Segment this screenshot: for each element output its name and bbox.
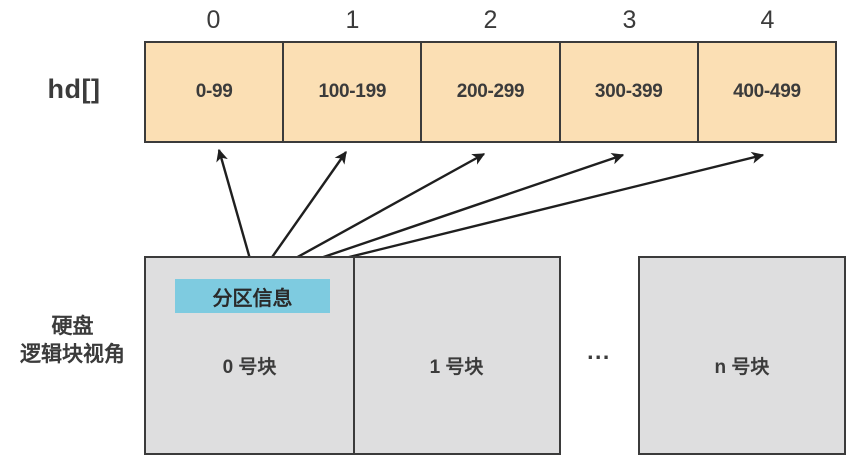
- hd-array-cell-4: 400-499: [698, 43, 836, 141]
- array-index-label-2: 2: [483, 6, 498, 34]
- array-index-label-4: 4: [760, 6, 775, 34]
- disk-block-n: n 号块: [638, 256, 846, 455]
- disk-block-n-caption: n 号块: [714, 357, 770, 378]
- disk-block-1: 1 号块: [352, 256, 561, 455]
- array-name-label: hd[]: [47, 74, 101, 104]
- array-index-label-0: 0: [206, 6, 221, 34]
- disk-view-label: 硬盘 逻辑块视角: [4, 313, 141, 368]
- hd-array-cell-1: 100-199: [284, 43, 423, 141]
- disk-block-1-caption: 1 号块: [429, 357, 484, 378]
- array-index-label-3: 3: [622, 6, 637, 34]
- partition-info-highlight: 分区信息: [175, 279, 330, 313]
- hd-array-cell-0: 0-99: [146, 43, 285, 141]
- disk-view-label-line-1: 硬盘: [51, 315, 94, 338]
- blocks-ellipsis: ...: [587, 338, 611, 364]
- hd-array-cell-2: 200-299: [422, 43, 561, 141]
- hd-array-cell-3: 300-399: [560, 43, 699, 141]
- array-index-label-1: 1: [345, 6, 360, 34]
- disk-block-0: 分区信息 0 号块: [144, 256, 355, 455]
- hd-array: 0-99 100-199 200-299 300-399 400-499: [144, 41, 837, 143]
- disk-block-0-caption: 0 号块: [222, 357, 277, 378]
- disk-view-label-line-2: 逻辑块视角: [20, 342, 125, 366]
